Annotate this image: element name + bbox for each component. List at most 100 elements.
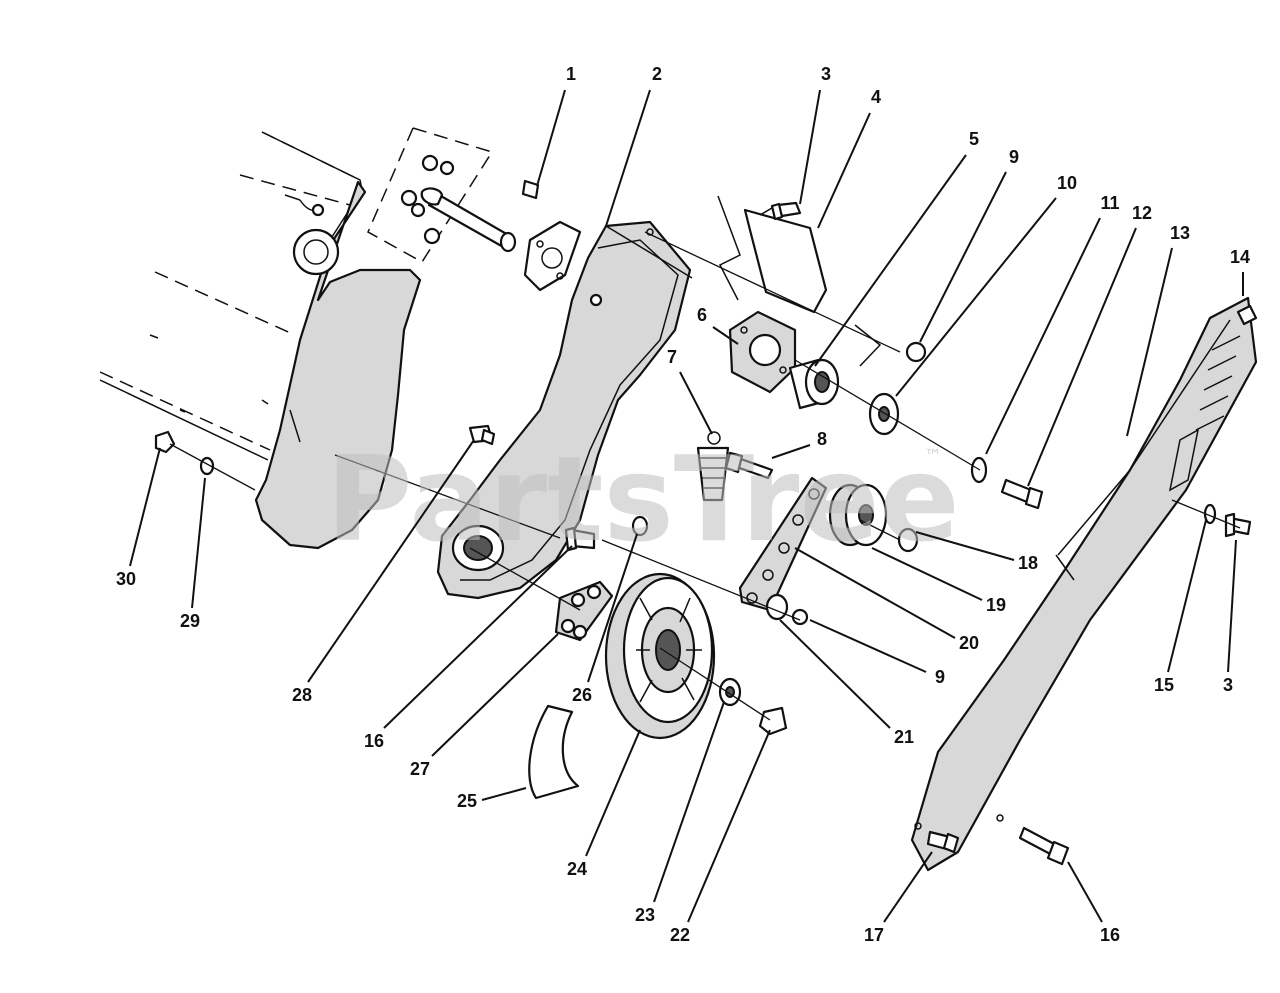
- leader-line-16: [1067, 861, 1103, 923]
- callout-27: 27: [410, 759, 430, 779]
- leader-line-3: [799, 89, 821, 205]
- leader-line-23: [653, 701, 725, 903]
- nut-part-30: [154, 430, 176, 454]
- leader-line-17: [883, 851, 933, 923]
- callout-18: 18: [1018, 553, 1038, 573]
- leader-line-21: [779, 619, 891, 729]
- idler-arm-part-20: [738, 476, 828, 612]
- leader-line-30: [129, 447, 161, 567]
- leader-line-10: [895, 197, 1057, 397]
- leader-line-1: [536, 89, 566, 187]
- callout-28: 28: [292, 685, 312, 705]
- belt-cover-part-13: [910, 296, 1258, 872]
- washer-part-26: [631, 515, 649, 537]
- leader-line-18: [915, 531, 1015, 561]
- washer-part-23: [718, 677, 742, 707]
- callout-4: 4: [871, 87, 881, 107]
- bolt-part-12: [1000, 478, 1044, 510]
- callout-1: 1: [566, 64, 576, 84]
- leader-line-2: [605, 89, 651, 227]
- leader-line-28: [307, 439, 475, 683]
- bolt-part-16-right: [1018, 826, 1070, 866]
- callout-13: 13: [1170, 223, 1190, 243]
- callout-11: 11: [1100, 193, 1119, 213]
- leader-line-26: [587, 533, 638, 683]
- leader-line-9: [809, 619, 927, 673]
- callout-19: 19: [986, 595, 1006, 615]
- nut-part-9-lower: [791, 608, 809, 626]
- bolt-part-17: [926, 830, 960, 854]
- chain-case-part-2: [436, 220, 693, 600]
- leader-line-13: [1126, 247, 1173, 437]
- leader-line-15: [1167, 519, 1207, 673]
- bolt-part-28: [468, 424, 496, 446]
- callout-21: 21: [894, 727, 914, 747]
- link-plate-part-27: [554, 580, 614, 642]
- bolt-part-3-top: [770, 201, 802, 221]
- callout-16: 16: [1100, 925, 1120, 945]
- callout-8: 8: [817, 429, 827, 449]
- drive-pulley-part-24: [604, 572, 716, 740]
- washer-part-10: [868, 392, 900, 436]
- leader-line-27: [431, 633, 559, 757]
- washer-part-21: [765, 593, 789, 621]
- callout-17: 17: [864, 925, 884, 945]
- belt-part-25: [528, 704, 580, 800]
- callout-23: 23: [635, 905, 655, 925]
- callout-6: 6: [697, 305, 707, 325]
- leader-line-3: [1227, 539, 1237, 673]
- leader-line-25: [481, 787, 527, 801]
- callout-leaders: [129, 89, 1244, 923]
- bolt-part-16-left: [564, 526, 596, 552]
- watermark: PartsTree ™: [326, 430, 960, 568]
- callout-7: 7: [667, 347, 677, 367]
- callout-3: 3: [821, 64, 831, 84]
- leader-line-29: [191, 477, 206, 609]
- callout-25: 25: [457, 791, 477, 811]
- shaft-assembly-group: [367, 127, 540, 263]
- flange-part-6: [728, 310, 797, 394]
- callout-14: 14: [1230, 247, 1250, 267]
- callout-12: 12: [1132, 203, 1152, 223]
- callout-10: 10: [1057, 173, 1077, 193]
- nut-part-22: [758, 706, 788, 736]
- leader-line-6: [712, 326, 739, 345]
- idler-pulley-part-19: [828, 483, 888, 547]
- callout-9: 9: [1009, 147, 1019, 167]
- assembly-axes: [169, 231, 1241, 721]
- callout-3: 3: [1223, 675, 1233, 695]
- bolt-part-3-right: [1224, 512, 1252, 538]
- shaft-part-8: [724, 451, 774, 480]
- leader-line-11: [985, 217, 1101, 455]
- callout-24: 24: [567, 859, 587, 879]
- leader-line-16: [383, 545, 573, 729]
- callout-22: 22: [670, 925, 690, 945]
- callout-20: 20: [959, 633, 979, 653]
- leader-line-12: [1027, 227, 1137, 487]
- leader-line-9: [919, 171, 1007, 343]
- bearing-flange: [523, 220, 582, 292]
- leader-line-24: [585, 729, 641, 857]
- watermark-text: PartsTree: [326, 430, 960, 568]
- callout-9: 9: [935, 667, 945, 687]
- nut-part-9-top: [905, 341, 927, 363]
- spring-part-7: [696, 431, 730, 502]
- callout-15: 15: [1154, 675, 1174, 695]
- leader-line-8: [771, 444, 811, 459]
- callout-2: 2: [652, 64, 662, 84]
- callout-30: 30: [116, 569, 136, 589]
- leader-line-22: [687, 729, 771, 923]
- callout-26: 26: [572, 685, 592, 705]
- leader-line-19: [871, 547, 983, 601]
- leader-line-4: [817, 112, 871, 229]
- left-housing: [99, 131, 422, 550]
- callout-16: 16: [364, 731, 384, 751]
- leader-line-20: [794, 547, 956, 639]
- bushing-part-5: [788, 358, 840, 410]
- leader-line-5: [814, 154, 967, 367]
- leader-line-7: [679, 371, 713, 435]
- callout-29: 29: [180, 611, 200, 631]
- watermark-trademark: ™: [924, 446, 942, 467]
